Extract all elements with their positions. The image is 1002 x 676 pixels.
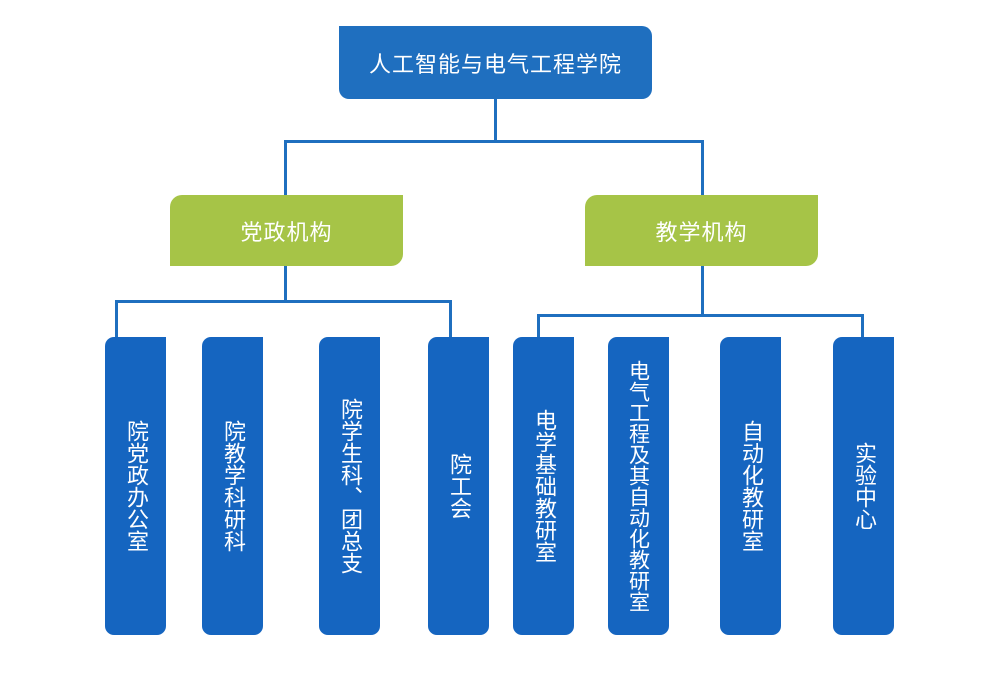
leaf-node-labor-union: 院工会	[428, 337, 489, 635]
connector-to-left-branch	[284, 140, 287, 196]
connector-leaf-8	[861, 314, 864, 338]
connector-root-down	[494, 99, 497, 142]
leaf-node-automation: 自动化教研室	[720, 337, 781, 635]
root-node-label: 人工智能与电气工程学院	[368, 52, 622, 78]
connector-to-right-branch	[701, 140, 704, 196]
leaf-node-label: 院工会	[446, 453, 471, 519]
connector-left-horizontal	[115, 300, 452, 303]
leaf-node-label: 自动化教研室	[738, 420, 763, 552]
leaf-node-lab-center: 实验中心	[833, 337, 894, 635]
leaf-node-label: 电学基础教研室	[531, 409, 556, 563]
leaf-node-teaching-research: 院教学科研科	[202, 337, 263, 635]
connector-leaf-1	[115, 300, 118, 338]
connector-right-horizontal	[537, 314, 864, 317]
connector-leaf-5	[537, 314, 540, 338]
connector-right-branch-down	[701, 266, 704, 316]
leaf-node-student-league: 院学生科、团总支	[319, 337, 380, 635]
leaf-node-electrical-basics: 电学基础教研室	[513, 337, 574, 635]
leaf-node-party-office: 院党政办公室	[105, 337, 166, 635]
branch-node-label: 教学机构	[655, 220, 748, 246]
leaf-node-label: 电气工程及其自动化教研室	[626, 360, 651, 612]
connector-root-horizontal	[284, 140, 704, 143]
leaf-node-label: 院教学科研科	[220, 420, 245, 552]
branch-node-label: 党政机构	[240, 220, 333, 246]
leaf-node-label: 院党政办公室	[123, 420, 148, 552]
leaf-node-electrical-engineering: 电气工程及其自动化教研室	[608, 337, 669, 635]
root-node: 人工智能与电气工程学院	[339, 26, 652, 99]
connector-left-branch-down	[284, 266, 287, 302]
branch-node-party-admin: 党政机构	[170, 195, 403, 266]
leaf-node-label: 院学生科、团总支	[337, 398, 362, 574]
leaf-node-label: 实验中心	[851, 442, 876, 530]
connector-leaf-4	[449, 300, 452, 338]
branch-node-teaching: 教学机构	[585, 195, 818, 266]
